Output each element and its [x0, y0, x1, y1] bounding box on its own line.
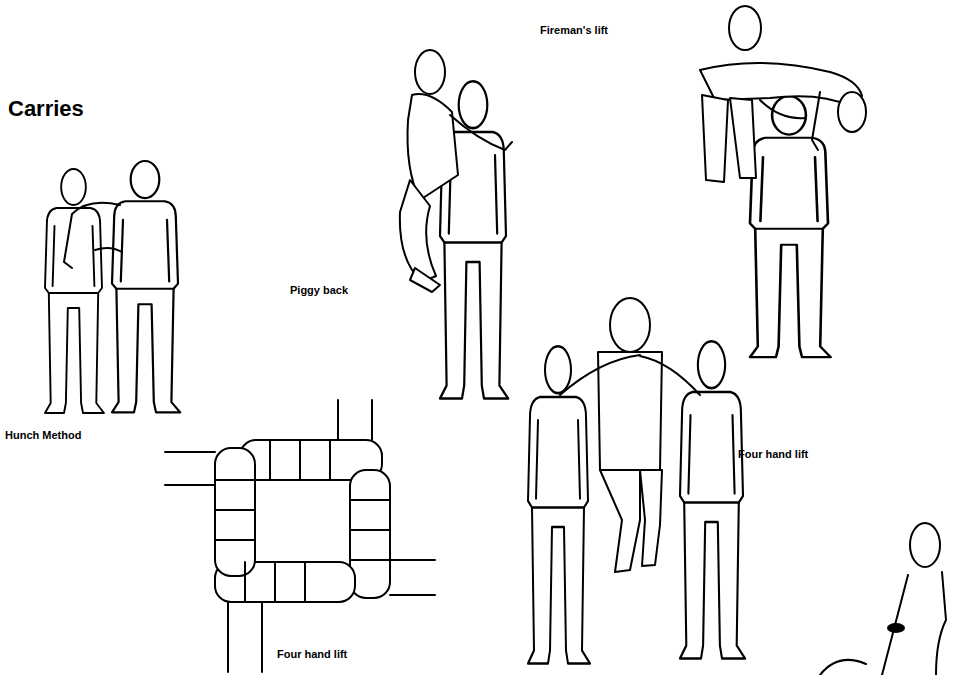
rider-foot	[410, 268, 440, 292]
person-figure	[112, 161, 180, 412]
body-outline	[882, 572, 946, 675]
person-figure	[528, 346, 590, 663]
carried-head	[838, 92, 866, 132]
partial-figure	[820, 523, 946, 675]
arm	[165, 452, 215, 485]
seated-head	[610, 298, 650, 352]
supporting-arm	[95, 248, 122, 252]
figure-label: Hunch Method	[5, 429, 81, 441]
figure-label: Four hand lift	[738, 448, 808, 460]
carried-arm	[760, 92, 820, 150]
four-hand-grip	[165, 400, 435, 672]
person-figure	[750, 96, 831, 357]
seated-leg	[640, 470, 662, 566]
figure-label: Fireman's lift	[540, 24, 608, 36]
carrier-head	[729, 6, 761, 50]
arm	[390, 560, 435, 595]
hunch-method-figures	[45, 161, 180, 413]
figure-label: Four hand lift	[277, 648, 347, 660]
head	[910, 523, 940, 567]
piggy-back-figures	[400, 50, 512, 399]
rider-leg	[400, 180, 436, 282]
person-figure	[45, 169, 104, 413]
rider-arm	[450, 115, 512, 150]
shoulder-arm	[560, 355, 700, 395]
body-outline	[820, 660, 866, 675]
hand-mark	[887, 623, 905, 633]
figure-label: Piggy back	[290, 284, 348, 296]
supporting-arm	[64, 203, 120, 268]
rider-head	[415, 50, 445, 94]
firemans-lift-figures	[700, 6, 866, 357]
arm	[338, 400, 372, 445]
seated-leg	[600, 470, 640, 572]
finger-lines	[215, 440, 390, 602]
rider-body	[408, 94, 459, 200]
arm	[228, 600, 262, 672]
four-hand-lift-figures	[528, 298, 745, 664]
carried-leg	[702, 95, 728, 182]
seated-body	[598, 352, 662, 470]
title: Carries	[8, 96, 84, 122]
person-figure	[680, 341, 745, 658]
carried-leg	[730, 98, 756, 178]
hand	[215, 448, 255, 576]
